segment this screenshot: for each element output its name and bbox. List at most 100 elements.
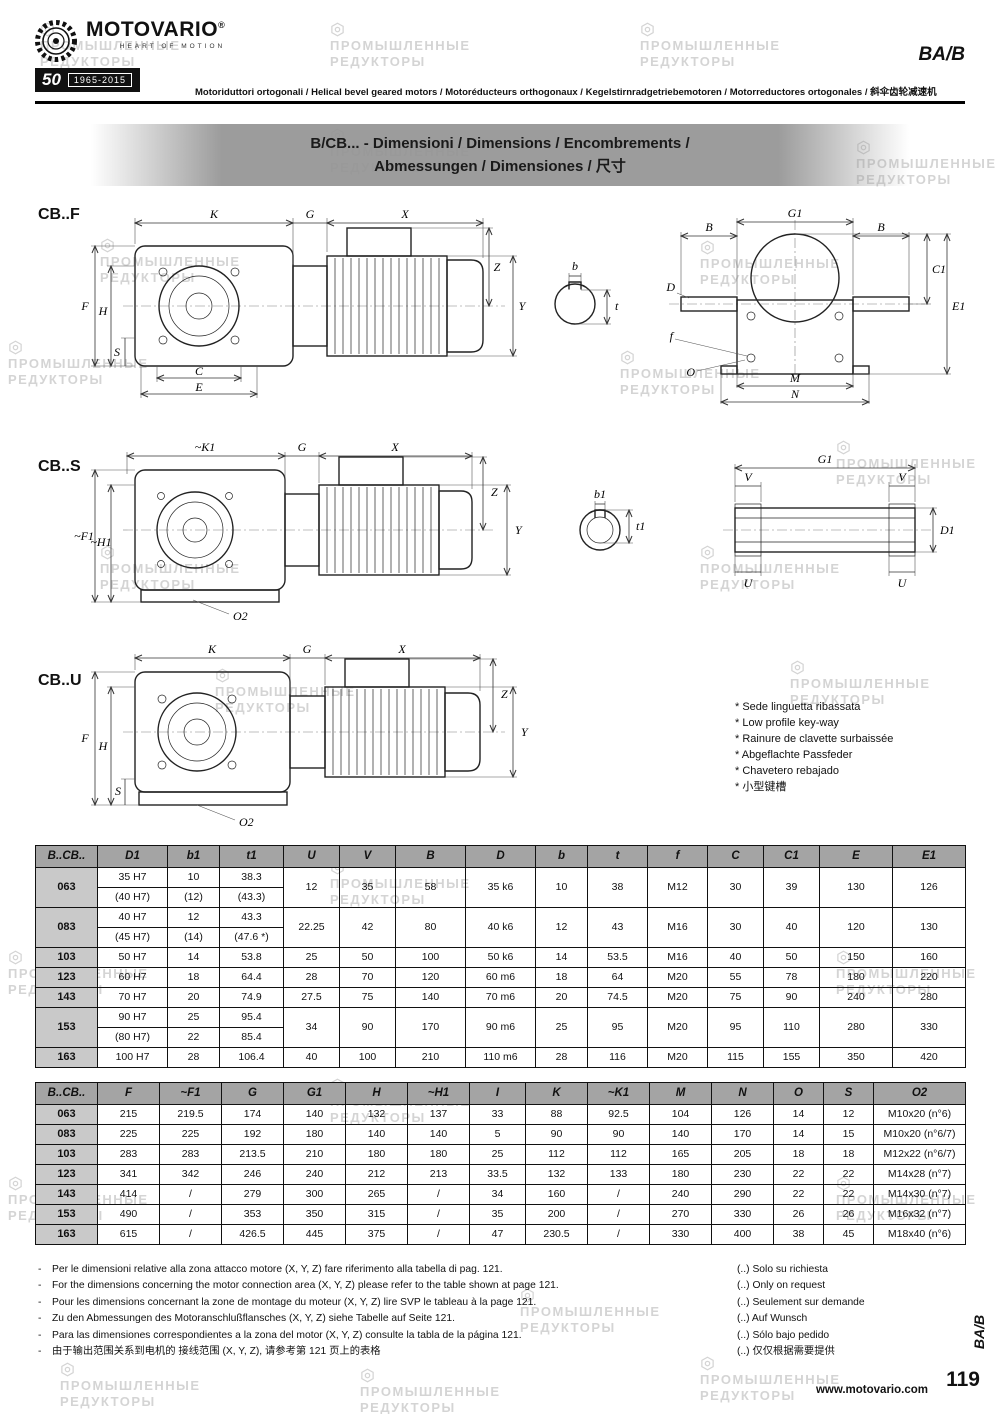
- col-header: B: [395, 845, 466, 868]
- footnote-item: -Para las dimensiones correspondientes a…: [38, 1328, 703, 1344]
- cell: 85.4: [219, 1027, 284, 1048]
- cell: 22: [823, 1164, 874, 1185]
- watermark-text: ПРОМЫШЛЕННЫЕ: [215, 684, 356, 699]
- brand-tagline: HEART OF MOTION: [119, 43, 226, 50]
- watermark-text: РЕДУКТОРЫ: [360, 1400, 456, 1414]
- cell: 55: [707, 967, 764, 988]
- keyway-note: * Chavetero rebajado: [735, 764, 839, 777]
- hexagon-logo-icon: [701, 240, 714, 255]
- cbf-end-view: [669, 220, 925, 380]
- row-model: 063: [35, 1104, 98, 1125]
- dim-label-z: Z: [494, 260, 501, 274]
- cell: 22: [773, 1164, 824, 1185]
- cell: M20: [647, 1047, 708, 1068]
- cell: 279: [221, 1184, 284, 1205]
- cell: 330: [892, 1007, 966, 1048]
- cbf-main-view: [123, 227, 505, 367]
- cell: 490: [97, 1204, 160, 1225]
- row-model: 083: [35, 1124, 98, 1145]
- dim-label-n: N: [790, 387, 800, 401]
- cell: 180: [407, 1144, 470, 1165]
- col-header: G: [221, 1082, 284, 1105]
- cell: 14: [773, 1104, 824, 1125]
- hexagon-logo-icon: [701, 545, 714, 560]
- cell: 240: [819, 987, 893, 1008]
- cell: 350: [283, 1204, 346, 1225]
- cell: M20: [647, 987, 708, 1008]
- col-header: G1: [283, 1082, 346, 1105]
- cell: 400: [711, 1224, 774, 1245]
- motovario-logo: MOTOVARIO® HEART OF MOTION: [33, 18, 225, 64]
- cell: M12x22 (n°6/7): [873, 1144, 966, 1165]
- cell: /: [407, 1224, 470, 1245]
- cell: 212: [345, 1164, 408, 1185]
- cell: 28: [535, 1047, 588, 1068]
- cell: M14x30 (n°7): [873, 1184, 966, 1205]
- cell: 90 m6: [465, 1007, 536, 1048]
- drawing-label-cbu: CB..U: [38, 672, 82, 689]
- cell: 14: [535, 947, 588, 968]
- col-header: C1: [763, 845, 820, 868]
- col-header: N: [711, 1082, 774, 1105]
- cell: 12: [167, 907, 220, 928]
- cell: 88: [525, 1104, 588, 1125]
- cell: 160: [525, 1184, 588, 1205]
- watermark-text: ПРОМЫШЛЕННЫЕ: [60, 1378, 201, 1393]
- cell: 18: [823, 1144, 874, 1165]
- cell: 30: [707, 907, 764, 948]
- cell: 50: [339, 947, 396, 968]
- side-product-code: BA/B: [970, 1314, 987, 1350]
- cell: 110 m6: [465, 1047, 536, 1068]
- cell: 180: [283, 1124, 346, 1145]
- cell: 140: [395, 987, 466, 1008]
- hexagon-logo-icon: [9, 950, 22, 965]
- cell: 445: [283, 1224, 346, 1245]
- cell: 104: [649, 1104, 712, 1125]
- cbs-dimension-drawing: ~K1 G X ~F1 ~H1 O2 Z Y b1 t1 G1 V V D1 U…: [74, 440, 955, 623]
- cell: 420: [892, 1047, 966, 1068]
- cell: 95: [707, 1007, 764, 1048]
- col-header: M: [649, 1082, 712, 1105]
- anniversary-badge: 50 1965-2015: [35, 68, 140, 92]
- cell: 150: [819, 947, 893, 968]
- cell: M12: [647, 867, 708, 908]
- cell: 95: [587, 1007, 648, 1048]
- footnote-text: Per le dimensioni relative alla zona att…: [52, 1264, 503, 1275]
- cell: 22: [167, 1027, 220, 1048]
- header-rule: [35, 101, 965, 104]
- cell: 375: [345, 1224, 408, 1245]
- cell: 110: [763, 1007, 820, 1048]
- hexagon-logo-icon: [621, 350, 634, 365]
- col-header: K: [525, 1082, 588, 1105]
- hexagon-logo-icon: [791, 660, 804, 675]
- cell: 180: [345, 1144, 408, 1165]
- col-header: b1: [167, 845, 220, 868]
- col-header: ~F1: [159, 1082, 222, 1105]
- page-subtitle: Motoriduttori ortogonali / Helical bevel…: [195, 87, 937, 98]
- cell: 15: [823, 1124, 874, 1145]
- dim-label-g: G: [306, 207, 315, 221]
- cell: 10: [167, 867, 220, 888]
- cell: 18: [773, 1144, 824, 1165]
- watermark-text: РЕДУКТОРЫ: [700, 1388, 796, 1404]
- cell: 280: [819, 1007, 893, 1048]
- cell: 140: [407, 1124, 470, 1145]
- watermark-text: РЕДУКТОРЫ: [215, 700, 311, 716]
- cell: 25: [167, 1007, 220, 1028]
- cbf-dimension-drawing: K G X F H S C E Z Y b t G1 B B C1 E1 D f…: [80, 206, 965, 426]
- col-header: t: [587, 845, 648, 868]
- cell: 22: [823, 1184, 874, 1205]
- dim-label-b-right: B: [877, 220, 885, 234]
- cell: 330: [711, 1204, 774, 1225]
- cell: (14): [167, 927, 220, 948]
- watermark-text: РЕДУКТОРЫ: [700, 577, 796, 593]
- cell: 315: [345, 1204, 408, 1225]
- cell: 140: [283, 1104, 346, 1125]
- cell: 40 H7: [97, 907, 168, 928]
